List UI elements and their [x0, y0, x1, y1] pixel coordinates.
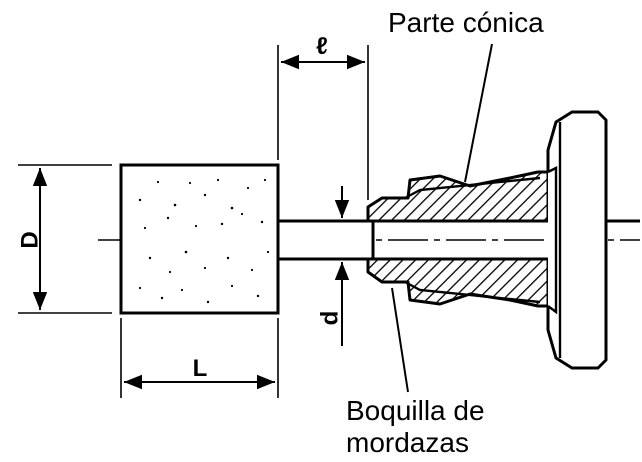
label-collet-line2: mordazas — [346, 427, 469, 458]
label-d: d — [317, 311, 344, 326]
label-collet-line1: Boquilla de — [346, 395, 485, 426]
dimension-l: ℓ — [277, 33, 369, 200]
callout-collet: Boquilla de mordazas — [346, 287, 485, 458]
callout-conical-part: Parte cónica — [388, 7, 544, 183]
spindle-holder — [546, 110, 608, 370]
label-l: ℓ — [316, 33, 328, 60]
dimension-d: d — [317, 186, 350, 346]
dimension-D: D — [17, 164, 112, 314]
grinding-point-body — [119, 163, 280, 315]
collet — [366, 170, 550, 308]
label-D: D — [17, 231, 44, 248]
label-L: L — [193, 355, 208, 382]
label-conical-part: Parte cónica — [388, 7, 544, 38]
dimension-L: L — [120, 318, 279, 398]
